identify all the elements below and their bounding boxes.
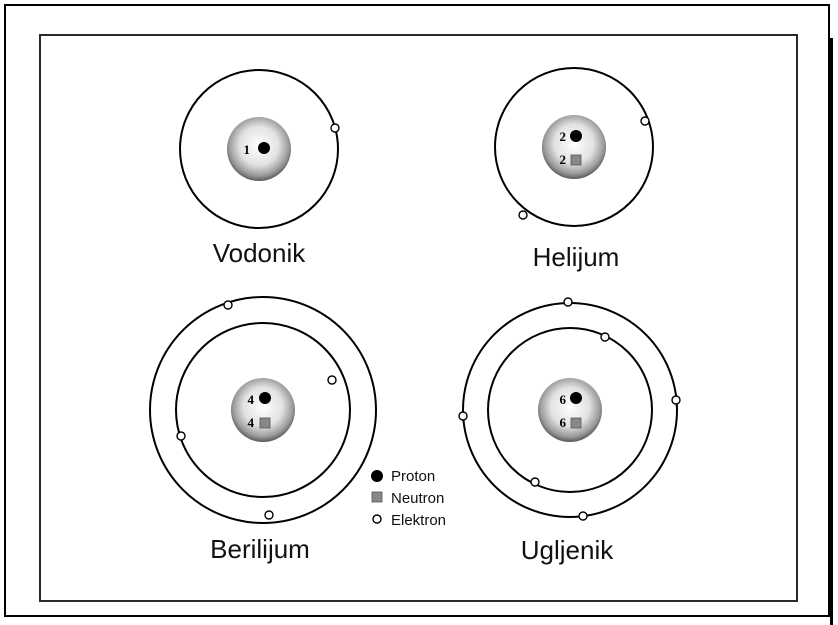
nucleus bbox=[542, 115, 606, 179]
atom-hydrogen: 1 Vodonik bbox=[179, 69, 340, 268]
diagram-frame bbox=[39, 34, 798, 602]
proton-count: 1 bbox=[244, 142, 251, 157]
outer-frame bbox=[4, 4, 830, 617]
proton-dot bbox=[570, 392, 582, 404]
proton-count: 6 bbox=[560, 392, 567, 407]
legend-electron-label: Elektron bbox=[391, 512, 446, 529]
neutron-count: 2 bbox=[560, 152, 567, 167]
legend-proton-label: Proton bbox=[391, 468, 435, 485]
electron bbox=[578, 511, 588, 521]
nucleus bbox=[538, 378, 602, 442]
neutron-square bbox=[259, 417, 271, 429]
neutron-count: 6 bbox=[560, 415, 567, 430]
atom-carbon: 6 6 Ugljenik bbox=[458, 297, 681, 565]
electron bbox=[223, 300, 233, 310]
orbit-2 bbox=[149, 296, 377, 524]
electron bbox=[563, 297, 573, 307]
proton-count: 2 bbox=[560, 129, 567, 144]
legend-neutron-square bbox=[371, 491, 383, 503]
electron bbox=[330, 123, 340, 133]
proton-dot bbox=[258, 142, 270, 154]
neutron-count: 4 bbox=[248, 415, 255, 430]
atom-name-helium: Helijum bbox=[533, 242, 620, 272]
electron bbox=[640, 116, 650, 126]
proton-count: 4 bbox=[248, 392, 255, 407]
legend: Proton Neutron Elektron bbox=[371, 468, 446, 529]
electron bbox=[458, 411, 468, 421]
neutron-square bbox=[570, 154, 582, 166]
proton-dot bbox=[259, 392, 271, 404]
electron bbox=[176, 431, 186, 441]
legend-neutron-label: Neutron bbox=[391, 490, 444, 507]
electron bbox=[530, 477, 540, 487]
atom-name-carbon: Ugljenik bbox=[521, 535, 614, 565]
proton-dot bbox=[570, 130, 582, 142]
atom-name-hydrogen: Vodonik bbox=[213, 238, 307, 268]
electron bbox=[671, 395, 681, 405]
legend-proton-dot bbox=[371, 470, 383, 482]
atom-beryllium: 4 4 Berilijum bbox=[149, 296, 377, 564]
atom-helium: 2 2 Helijum bbox=[494, 67, 654, 272]
orbit-1 bbox=[494, 67, 654, 227]
right-edge-bar bbox=[830, 38, 833, 625]
atom-name-beryllium: Berilijum bbox=[210, 534, 310, 564]
nucleus bbox=[231, 378, 295, 442]
electron bbox=[264, 510, 274, 520]
legend-electron-dot bbox=[372, 514, 382, 524]
electron bbox=[600, 332, 610, 342]
electron bbox=[518, 210, 528, 220]
orbit-1 bbox=[175, 322, 351, 498]
orbit-1 bbox=[179, 69, 339, 229]
neutron-square bbox=[570, 417, 582, 429]
electron bbox=[327, 375, 337, 385]
orbit-1 bbox=[487, 327, 653, 493]
